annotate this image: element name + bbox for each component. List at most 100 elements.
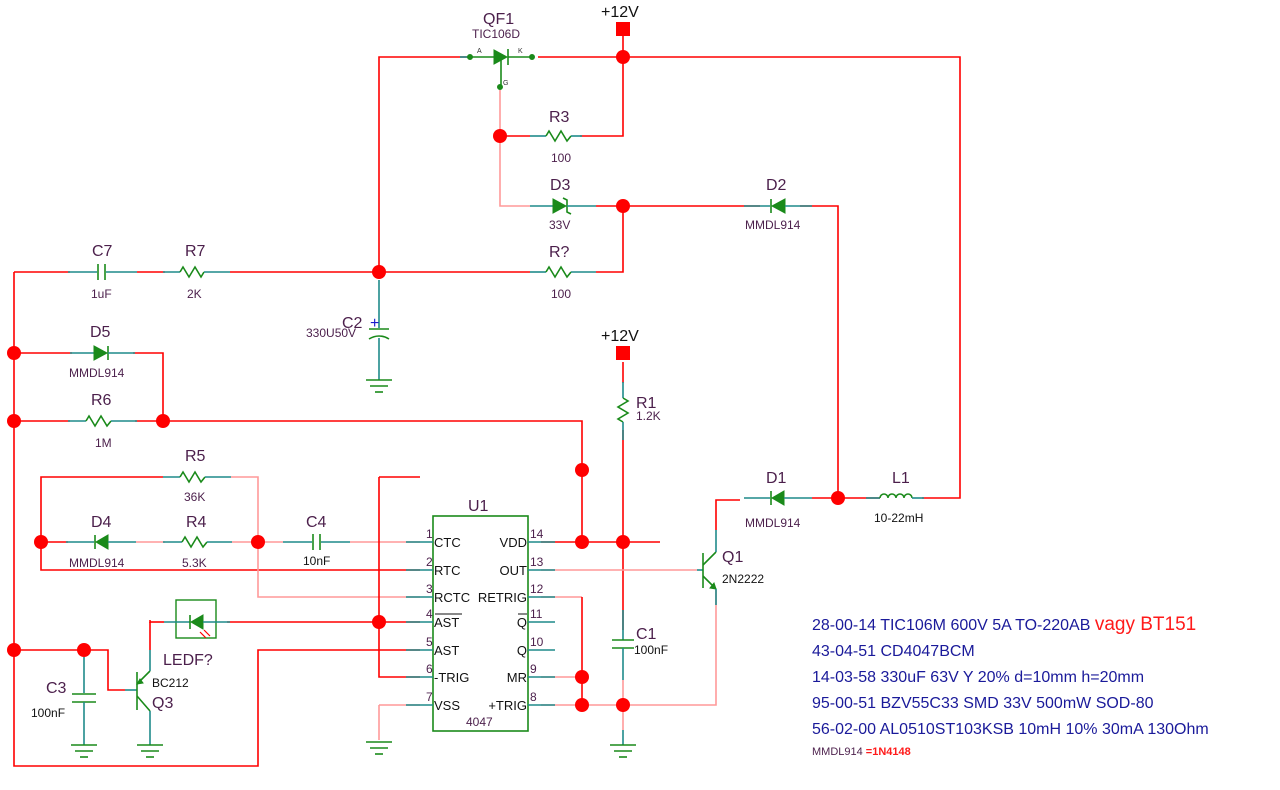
svg-text:3: 3 (426, 582, 433, 596)
diode-d2: D2 MMDL914 (744, 177, 812, 232)
svg-text:VSS: VSS (434, 698, 460, 713)
svg-text:+: + (370, 315, 379, 332)
junction (372, 615, 386, 629)
diode-d5: D5 MMDL914 (69, 324, 135, 380)
inductor-l1: L1 10-22mH (866, 470, 924, 525)
ground-icon (610, 744, 636, 758)
svg-text:D4: D4 (91, 514, 112, 531)
svg-text:MMDL914: MMDL914 (745, 218, 801, 232)
svg-text:RETRIG: RETRIG (478, 590, 527, 605)
junction (77, 643, 91, 657)
junction (575, 535, 589, 549)
svg-text:MMDL914: MMDL914 (745, 516, 801, 530)
svg-text:1.2K: 1.2K (636, 409, 661, 423)
svg-text:C2: C2 (342, 315, 363, 332)
junction (616, 698, 630, 712)
junction (493, 129, 507, 143)
svg-text:C4: C4 (306, 514, 327, 531)
svg-text:D5: D5 (90, 324, 111, 341)
svg-text:10nF: 10nF (303, 554, 330, 568)
resistor-r3: R3 100 (530, 109, 582, 165)
ic-pin-8: 8+TRIG (488, 690, 555, 713)
svg-text:330U50V: 330U50V (306, 326, 356, 340)
svg-text:VDD: VDD (500, 535, 527, 550)
note-line: 14-03-58 330uF 63V Y 20% d=10mm h=20mm (812, 669, 1145, 686)
svg-text:R6: R6 (91, 392, 112, 409)
svg-text:1: 1 (426, 527, 433, 541)
svg-text:Q: Q (517, 615, 527, 630)
svg-text:R5: R5 (185, 448, 206, 465)
svg-text:AST: AST (434, 615, 459, 630)
svg-text:MMDL914: MMDL914 (69, 366, 125, 380)
note-line: 95-00-51 BZV55C33 SMD 33V 500mW SOD-80 (812, 695, 1154, 712)
ic-pin-11: 11Q (517, 607, 555, 630)
component-ref: QF1 (483, 11, 514, 28)
diode-d1: D1 MMDL914 (744, 470, 812, 530)
svg-text:9: 9 (530, 662, 537, 676)
svg-text:R7: R7 (185, 243, 206, 260)
svg-text:C7: C7 (92, 243, 113, 260)
svg-text:RTC: RTC (434, 563, 460, 578)
svg-text:2K: 2K (187, 287, 202, 301)
svg-text:11: 11 (530, 607, 543, 621)
power-symbol-icon (616, 346, 630, 360)
junction (7, 346, 21, 360)
resistor-r6: R6 1M (68, 392, 137, 450)
svg-text:BC212: BC212 (152, 676, 189, 690)
svg-text:10-22mH: 10-22mH (874, 511, 923, 525)
ground-icon (71, 744, 97, 758)
junction (575, 670, 589, 684)
scr-qf1: A K G QF1 TIC106D (460, 11, 535, 90)
svg-text:-TRIG: -TRIG (434, 670, 469, 685)
note-line: 28-00-14 TIC106M 600V 5A TO-220AB vagy B… (812, 614, 1197, 635)
note-line: 56-02-00 AL0510ST103KSB 10mH 10% 30mA 13… (812, 721, 1209, 738)
power-symbol-icon (616, 22, 630, 36)
svg-text:100nF: 100nF (31, 706, 65, 720)
light-emission-icon (199, 629, 211, 639)
svg-text:A: A (477, 48, 482, 55)
svg-text:7: 7 (426, 690, 433, 704)
junction (372, 265, 386, 279)
ground-icon (366, 705, 392, 755)
svg-text:100: 100 (551, 151, 571, 165)
svg-text:L1: L1 (892, 470, 910, 487)
svg-text:OUT: OUT (500, 563, 528, 578)
svg-text:MMDL914: MMDL914 (69, 556, 125, 570)
transistor-q3: BC212 Q3 (125, 650, 189, 758)
junction (156, 414, 170, 428)
svg-text:U1: U1 (468, 498, 489, 515)
led-indicator: LEDF? (163, 599, 230, 669)
resistor-r5: R5 36K (163, 448, 231, 504)
svg-text:Q3: Q3 (152, 695, 173, 712)
svg-text:8: 8 (530, 690, 537, 704)
svg-text:6: 6 (426, 662, 433, 676)
note-highlight: vagy BT151 (1094, 614, 1197, 635)
power-port-top: +12V (601, 4, 639, 57)
junction (34, 535, 48, 549)
junctions (7, 50, 845, 712)
svg-text:D1: D1 (766, 470, 787, 487)
ground-icon (366, 379, 392, 393)
svg-text:RCTC: RCTC (434, 590, 470, 605)
power-port-r1: +12V (601, 328, 639, 360)
svg-text:+TRIG: +TRIG (488, 698, 527, 713)
capacitor-c1: C1 100nF (610, 610, 668, 758)
resistor-r1: R1 1.2K (616, 382, 661, 440)
capacitor-c2: + C2 330U50V (306, 280, 392, 393)
svg-text:LEDF?: LEDF? (163, 652, 213, 669)
junction (616, 535, 630, 549)
svg-text:33V: 33V (549, 218, 570, 232)
svg-text:2N2222: 2N2222 (722, 572, 764, 586)
capacitor-c3: C3 100nF (31, 657, 97, 758)
capacitor-c4: C4 10nF (283, 514, 350, 568)
svg-text:R4: R4 (186, 514, 207, 531)
svg-text:CTC: CTC (434, 535, 461, 550)
junction (616, 199, 630, 213)
svg-text:1uF: 1uF (91, 287, 112, 301)
